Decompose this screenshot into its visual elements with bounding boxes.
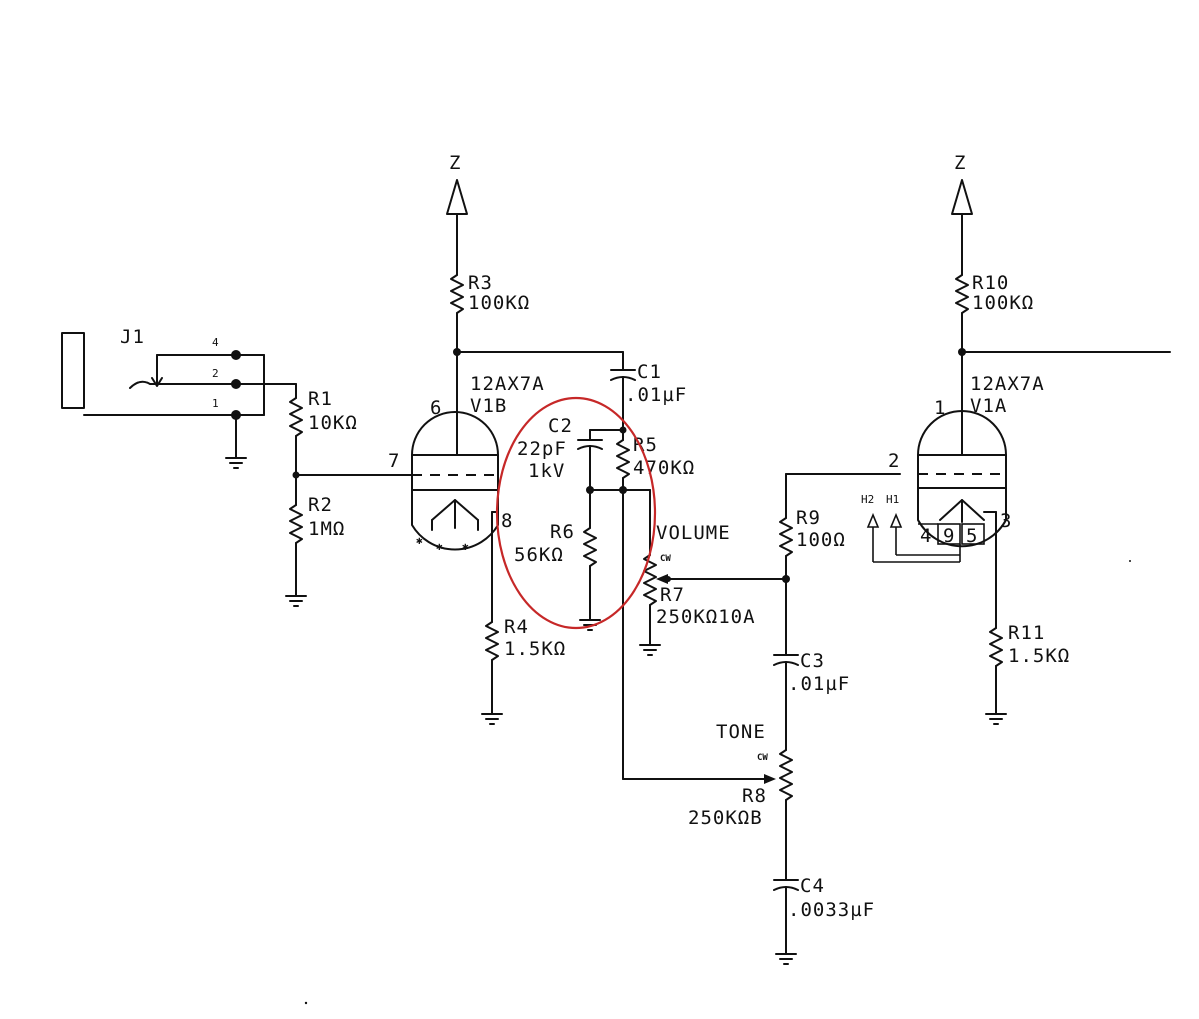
volume-label: VOLUME — [656, 522, 731, 544]
tone-pot-r8[interactable]: TONE CW R8 250KΩB — [688, 721, 793, 881]
r5-ref: R5 — [633, 434, 658, 456]
resistor-r10: R10 100KΩ — [955, 272, 1034, 456]
tone-cw: CW — [757, 753, 768, 763]
resistor-r6: R6 56KΩ — [514, 489, 601, 631]
v1b-pin-grid: 7 — [388, 450, 400, 472]
r10-value: 100KΩ — [972, 292, 1034, 314]
r2-ref: R2 — [308, 494, 333, 516]
jack-pin-1: 1 — [212, 397, 219, 410]
c4-value: .0033µF — [788, 899, 875, 921]
resistor-r3: R3 100KΩ — [450, 272, 530, 456]
r11-ref: R11 — [1008, 622, 1045, 644]
heater-label-h1: H1 — [886, 493, 899, 506]
capacitor-c4: C4 .0033µF — [773, 875, 875, 965]
r8-ref: R8 — [742, 785, 767, 807]
supply-right-label: Z — [954, 152, 966, 174]
resistor-r5: R5 470KΩ — [616, 434, 695, 491]
resistor-r9: R9 100Ω — [779, 473, 846, 656]
r1-ref: R1 — [308, 388, 333, 410]
r9-value: 100Ω — [796, 529, 846, 551]
supply-arrow-left: Z — [446, 152, 468, 276]
r11-value: 1.5KΩ — [1008, 645, 1070, 667]
c1-ref: C1 — [637, 361, 662, 383]
r7-ref: R7 — [660, 584, 685, 606]
heater-mark: ✱ — [462, 540, 469, 553]
resistor-r1: R1 10KΩ — [289, 383, 358, 476]
v1b-pin-plate: 6 — [430, 397, 442, 419]
v1a-pin-grid: 2 — [888, 450, 900, 472]
supply-left-label: Z — [449, 152, 461, 174]
heater-supply: H2 H1 — [861, 493, 961, 563]
heater-mark: ✱ — [416, 534, 423, 547]
capacitor-c1: C1 .01µF — [610, 351, 687, 431]
v1b-ref: V1B — [470, 395, 507, 417]
jack-pin-4: 4 — [212, 336, 219, 349]
r4-ref: R4 — [504, 616, 529, 638]
r2-value: 1MΩ — [308, 518, 345, 540]
r10-ref: R10 — [972, 272, 1009, 294]
c1-value: .01µF — [625, 384, 687, 406]
heater-label-h2: H2 — [861, 493, 874, 506]
jack-pin-2: 2 — [212, 367, 219, 380]
capacitor-c2: C2 22pF 1kV — [517, 415, 624, 491]
r4-value: 1.5KΩ — [504, 638, 566, 660]
v1a-ref: V1A — [970, 395, 1007, 417]
tube-v1a: 12AX7A V1A 1 2 3 4 9 5 — [888, 373, 1045, 548]
highlight-circle — [495, 396, 657, 630]
capacitor-c3: C3 .01µF — [773, 650, 850, 751]
ground-symbol — [225, 457, 247, 469]
v1b-type: 12AX7A — [470, 373, 545, 395]
resistor-r2: R2 1MΩ — [285, 474, 345, 607]
input-jack-j1: J1 4 2 1 — [61, 326, 297, 469]
r3-ref: R3 — [468, 272, 493, 294]
r9-ref: R9 — [796, 507, 821, 529]
resistor-r11: R11 1.5KΩ — [985, 511, 1070, 725]
c3-ref: C3 — [800, 650, 825, 672]
v1a-heater-pin-5: 5 — [966, 525, 978, 547]
r1-value: 10KΩ — [308, 412, 358, 434]
tube-v1b: ✱ ✱ ✱ 12AX7A V1B 6 7 8 — [388, 373, 545, 553]
v1a-pin-plate: 1 — [934, 397, 946, 419]
c3-value: .01µF — [788, 673, 850, 695]
r6-value: 56KΩ — [514, 544, 564, 566]
r5-value: 470KΩ — [633, 457, 695, 479]
c2-value: 22pF — [517, 438, 567, 460]
c4-ref: C4 — [800, 875, 825, 897]
supply-arrow-right: Z — [951, 152, 973, 276]
v1a-type: 12AX7A — [970, 373, 1045, 395]
v1a-heater-pin-4: 4 — [920, 525, 932, 547]
r7-value: 250KΩ10A — [656, 606, 756, 628]
volume-pot-r7[interactable]: VOLUME CW R7 250KΩ10A — [639, 489, 787, 656]
v1a-pin-cathode: 3 — [1000, 510, 1012, 532]
volume-cw: CW — [660, 554, 671, 564]
r3-value: 100KΩ — [468, 292, 530, 314]
v1a-heater-pin-9: 9 — [943, 525, 955, 547]
c2-rating: 1kV — [528, 460, 565, 482]
r6-ref: R6 — [550, 521, 575, 543]
resistor-r4: R4 1.5KΩ — [481, 511, 566, 725]
heater-mark: ✱ — [436, 540, 443, 553]
v1b-pin-cathode: 8 — [501, 510, 513, 532]
r8-value: 250KΩB — [688, 807, 763, 829]
jack-label: J1 — [120, 326, 145, 348]
tone-label: TONE — [716, 721, 766, 743]
c2-ref: C2 — [548, 415, 573, 437]
